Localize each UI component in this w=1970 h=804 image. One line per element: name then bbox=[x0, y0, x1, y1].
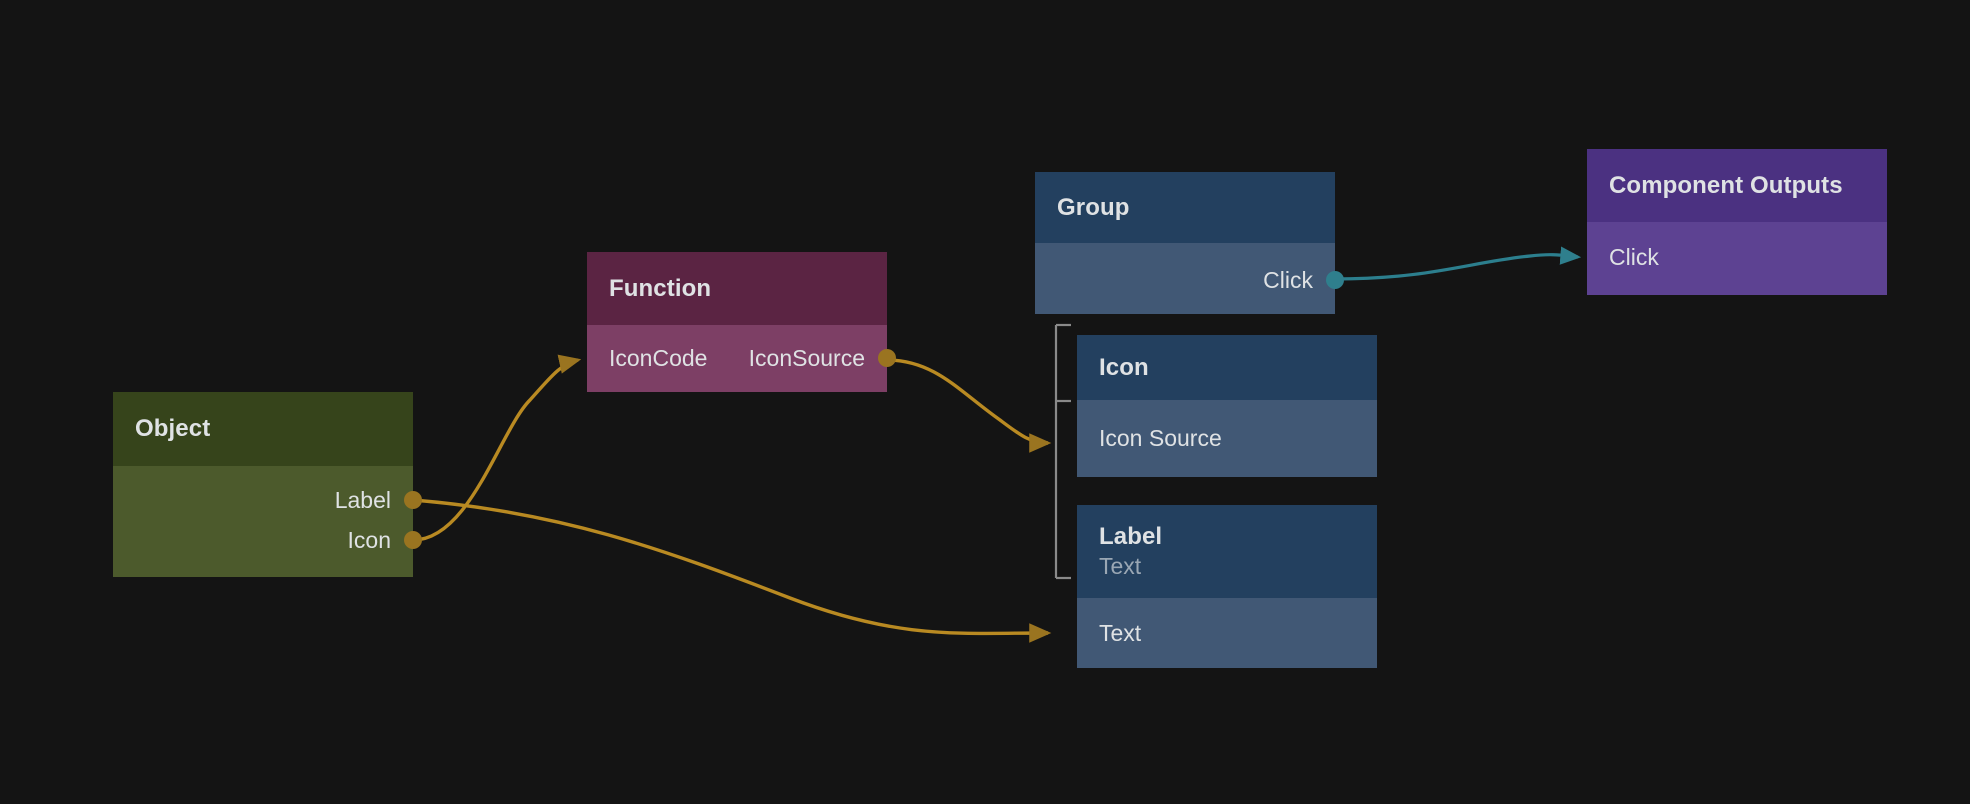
port-group-click[interactable]: Click bbox=[1035, 265, 1344, 295]
port-object-icon-text: Icon bbox=[347, 526, 391, 553]
port-component-outputs-click-text: Click bbox=[1609, 243, 1659, 270]
node-group-body[interactable]: Click bbox=[1035, 243, 1344, 314]
port-dot-object-icon[interactable] bbox=[404, 531, 422, 549]
port-dot-object-label[interactable] bbox=[404, 491, 422, 509]
node-label-subtitle: Text bbox=[1099, 552, 1142, 579]
node-object-title: Object bbox=[135, 415, 211, 443]
node-object[interactable]: Object Label Icon bbox=[113, 392, 422, 577]
node-object-body[interactable]: Label Icon bbox=[113, 466, 422, 577]
port-object-icon[interactable]: Icon bbox=[113, 525, 422, 555]
port-group-click-text: Click bbox=[1263, 266, 1313, 293]
port-icon-source[interactable]: Icon Source bbox=[1077, 423, 1377, 453]
node-function-header[interactable]: Function bbox=[587, 252, 887, 325]
node-component-outputs-body[interactable]: Click bbox=[1587, 222, 1887, 295]
edge-label-to-text bbox=[412, 498, 1052, 643]
node-icon[interactable]: Icon Icon Source bbox=[1077, 335, 1377, 477]
port-dot-group-click[interactable] bbox=[1326, 271, 1344, 289]
node-label-header[interactable]: Label Text bbox=[1077, 505, 1377, 598]
edge-icon-to-iconcode bbox=[412, 354, 582, 542]
node-group[interactable]: Group Click bbox=[1035, 172, 1344, 314]
node-icon-body[interactable]: Icon Source bbox=[1077, 400, 1377, 477]
node-object-header[interactable]: Object bbox=[113, 392, 413, 466]
port-dot-function-iconsource[interactable] bbox=[878, 349, 896, 367]
node-label-body[interactable]: Text bbox=[1077, 598, 1377, 668]
port-label-text-text: Text bbox=[1099, 619, 1142, 646]
port-object-label[interactable]: Label bbox=[113, 485, 422, 515]
node-group-header[interactable]: Group bbox=[1035, 172, 1335, 243]
port-object-label-text: Label bbox=[334, 486, 391, 513]
port-function-iconcode-text: IconCode bbox=[609, 344, 708, 371]
port-component-outputs-click[interactable]: Click bbox=[1587, 242, 1887, 272]
edge-iconsource-to-icon-source bbox=[886, 358, 1052, 453]
port-function-row[interactable]: IconCode IconSource bbox=[587, 343, 896, 373]
node-label-title: Label bbox=[1099, 522, 1163, 550]
node-icon-header[interactable]: Icon bbox=[1077, 335, 1377, 400]
node-function[interactable]: Function IconCode IconSource bbox=[587, 252, 896, 392]
node-component-outputs[interactable]: Component Outputs Click bbox=[1587, 149, 1887, 295]
node-function-body[interactable]: IconCode IconSource bbox=[587, 325, 896, 392]
node-function-title: Function bbox=[609, 274, 712, 302]
group-hierarchy-bracket bbox=[1054, 323, 1071, 580]
node-label[interactable]: Label Text Text bbox=[1077, 505, 1377, 668]
port-label-text[interactable]: Text bbox=[1077, 618, 1377, 648]
node-group-title: Group bbox=[1057, 193, 1130, 221]
node-component-outputs-header[interactable]: Component Outputs bbox=[1587, 149, 1887, 222]
port-function-iconsource-text: IconSource bbox=[748, 344, 865, 371]
node-component-outputs-title: Component Outputs bbox=[1609, 171, 1843, 199]
edge-group-click-to-output-click bbox=[1334, 246, 1582, 281]
node-icon-title: Icon bbox=[1099, 353, 1149, 381]
port-icon-source-text: Icon Source bbox=[1099, 424, 1222, 451]
